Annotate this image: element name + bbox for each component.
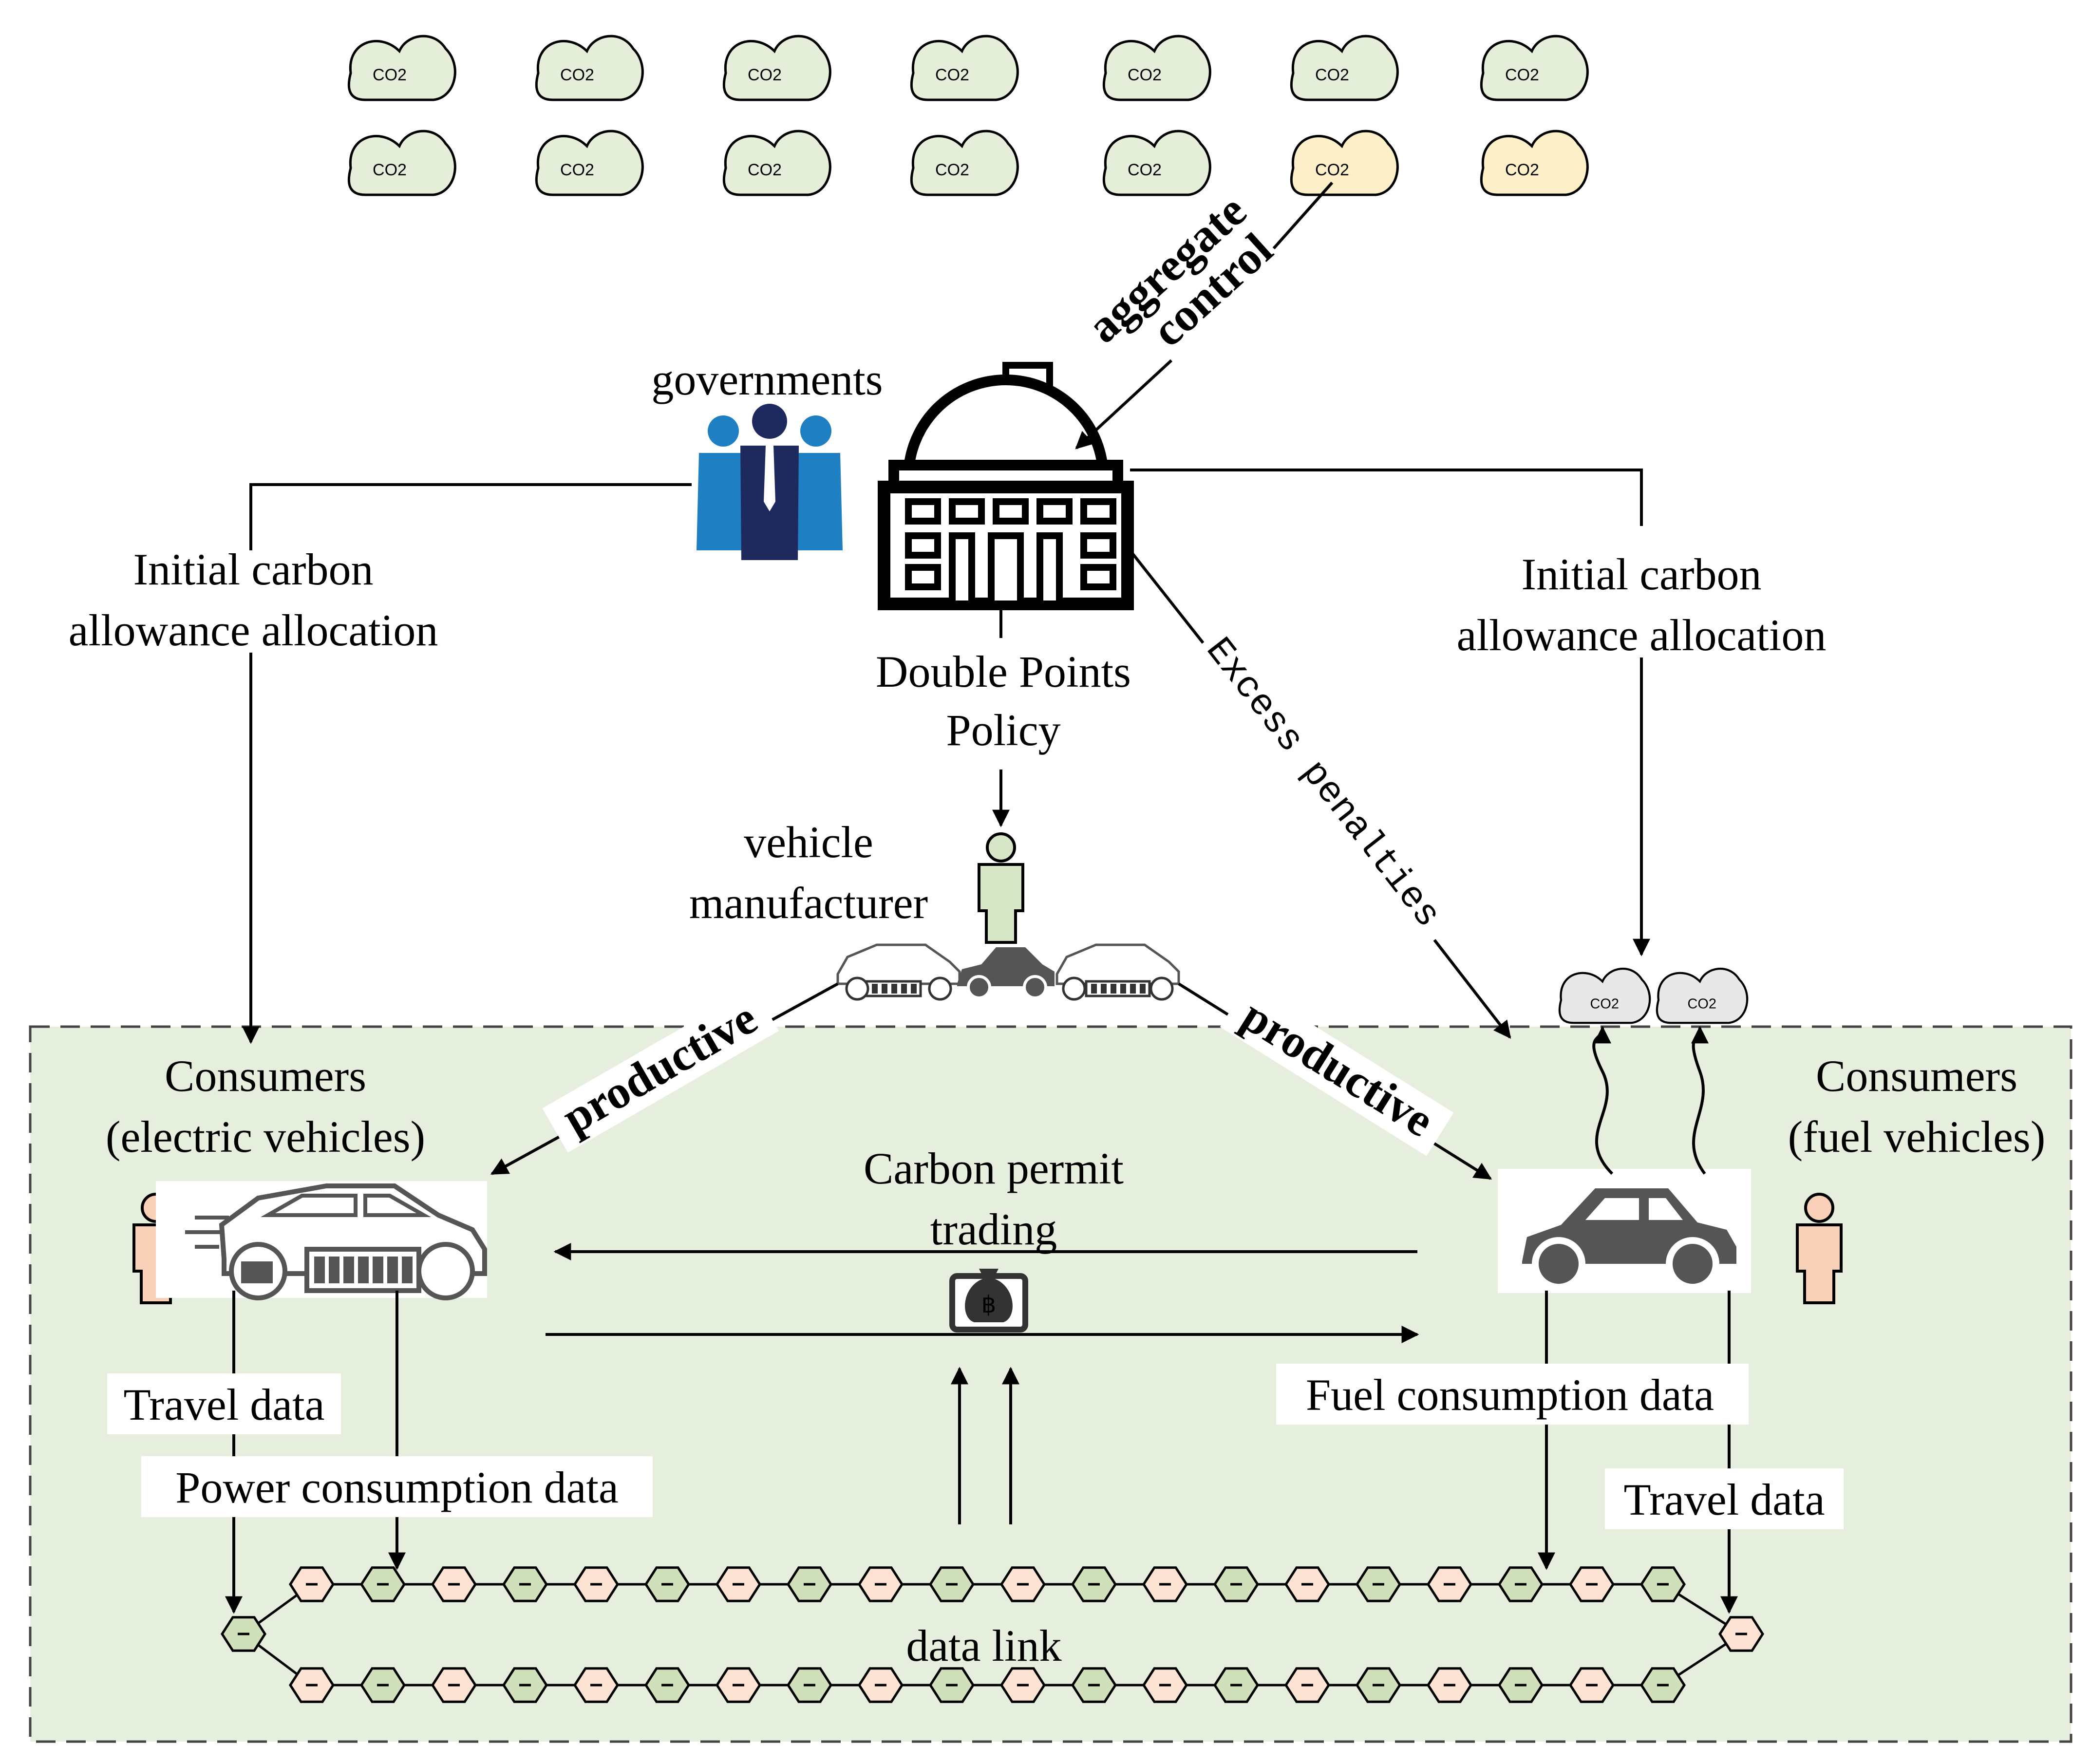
fuel-car-icon bbox=[1498, 1169, 1751, 1293]
aggregate-arrow bbox=[1075, 359, 1173, 450]
co2-cloud-green: CO2 bbox=[1481, 36, 1587, 100]
aggregate-control-label: aggregate control bbox=[1077, 184, 1282, 357]
allocation-right-line-top bbox=[1130, 469, 1643, 526]
consumers-fuel-line1: Consumers bbox=[1816, 1051, 2017, 1101]
governments-label: governments bbox=[651, 355, 883, 404]
co2-cloud-yellow: CO2 bbox=[1481, 131, 1587, 195]
co2-cloud-label: CO2 bbox=[935, 66, 969, 84]
allocation-left-line2: allowance allocation bbox=[69, 605, 438, 655]
emission-line-right bbox=[1691, 1026, 1709, 1175]
svg-text:Excess penalties: Excess penalties bbox=[1197, 630, 1449, 936]
grey-cloud-right: CO2 bbox=[1657, 969, 1747, 1023]
money-bag-icon: ฿ bbox=[949, 1269, 1028, 1332]
policy-line1: Double Points bbox=[876, 647, 1131, 696]
co2-cloud-yellow: CO2 bbox=[1291, 131, 1397, 195]
government-building-icon bbox=[878, 362, 1134, 610]
excess-line-upper bbox=[1129, 549, 1205, 644]
co2-cloud-green: CO2 bbox=[536, 131, 642, 195]
allocation-right-line2: allowance allocation bbox=[1457, 610, 1827, 660]
consumers-ev-line2: (electric vehicles) bbox=[106, 1112, 425, 1162]
emission-line-left bbox=[1592, 1026, 1614, 1175]
aggregate-line-upper bbox=[1272, 182, 1334, 249]
blockchain-data-link bbox=[221, 1566, 1764, 1703]
consumers-ev-line1: Consumers bbox=[165, 1051, 366, 1101]
co2-cloud-label: CO2 bbox=[560, 66, 594, 84]
data-link-label: data link bbox=[906, 1621, 1061, 1670]
governments-icon bbox=[697, 404, 843, 560]
co2-cloud-label: CO2 bbox=[748, 161, 782, 179]
manufacturer-line1: vehicle bbox=[744, 817, 873, 867]
svg-text:฿: ฿ bbox=[981, 1291, 997, 1318]
co2-cloud-label: CO2 bbox=[1505, 66, 1539, 84]
travel-data-right-label: Travel data bbox=[1623, 1475, 1825, 1524]
svg-text:CO2: CO2 bbox=[1688, 996, 1716, 1012]
co2-cloud-label: CO2 bbox=[560, 161, 594, 179]
small-ev-left-icon bbox=[836, 943, 961, 1001]
trading-line1: Carbon permit bbox=[864, 1144, 1124, 1193]
co2-cloud-green: CO2 bbox=[349, 131, 455, 195]
manufacturer-person-icon bbox=[978, 832, 1024, 944]
co2-cloud-green: CO2 bbox=[1104, 36, 1210, 100]
co2-cloud-label: CO2 bbox=[748, 66, 782, 84]
consumers-fuel-line2: (fuel vehicles) bbox=[1788, 1112, 2046, 1162]
allocation-left-line1: Initial carbon bbox=[133, 544, 373, 594]
co2-cloud-label: CO2 bbox=[1128, 66, 1162, 84]
co2-cloud-green: CO2 bbox=[1291, 36, 1397, 100]
travel-data-left-label: Travel data bbox=[123, 1380, 324, 1429]
co2-cloud-green: CO2 bbox=[536, 36, 642, 100]
power-box bbox=[141, 1456, 653, 1517]
co2-cloud-label: CO2 bbox=[935, 161, 969, 179]
co2-cloud-label: CO2 bbox=[1128, 161, 1162, 179]
fuel-box bbox=[1276, 1364, 1749, 1425]
grey-cloud-left: CO2 bbox=[1560, 969, 1650, 1023]
power-consumption-label: Power consumption data bbox=[175, 1463, 619, 1512]
svg-text:CO2: CO2 bbox=[1590, 996, 1619, 1012]
allocation-left-line-top bbox=[249, 483, 692, 550]
fuel-consumer-person-icon bbox=[1796, 1193, 1843, 1304]
allocation-right-line1: Initial carbon bbox=[1521, 549, 1761, 599]
excess-penalties-label: Excess penalties bbox=[1197, 630, 1449, 936]
co2-cloud-label: CO2 bbox=[1505, 161, 1539, 179]
co2-cloud-label: CO2 bbox=[373, 161, 407, 179]
travel-left-box bbox=[107, 1373, 341, 1434]
excess-arrow bbox=[1433, 939, 1511, 1039]
fuel-consumption-label: Fuel consumption data bbox=[1306, 1370, 1714, 1420]
co2-cloud-label: CO2 bbox=[373, 66, 407, 84]
co2-cloud-green: CO2 bbox=[911, 131, 1017, 195]
co2-cloud-label: CO2 bbox=[1315, 161, 1349, 179]
trading-line2: trading bbox=[930, 1204, 1057, 1254]
co2-cloud-green: CO2 bbox=[724, 131, 830, 195]
co2-cloud-green: CO2 bbox=[1104, 131, 1210, 195]
small-ev-right-icon bbox=[1055, 943, 1180, 1001]
co2-cloud-green: CO2 bbox=[911, 36, 1017, 100]
co2-cloud-green: CO2 bbox=[724, 36, 830, 100]
co2-cloud-label: CO2 bbox=[1315, 66, 1349, 84]
co2-cloud-green: CO2 bbox=[349, 36, 455, 100]
policy-line2: Policy bbox=[946, 705, 1060, 755]
small-fuel-car-icon bbox=[957, 947, 1055, 999]
travel-right-box bbox=[1605, 1468, 1844, 1529]
manufacturer-line2: manufacturer bbox=[689, 878, 928, 928]
electric-car-icon bbox=[156, 1181, 487, 1300]
